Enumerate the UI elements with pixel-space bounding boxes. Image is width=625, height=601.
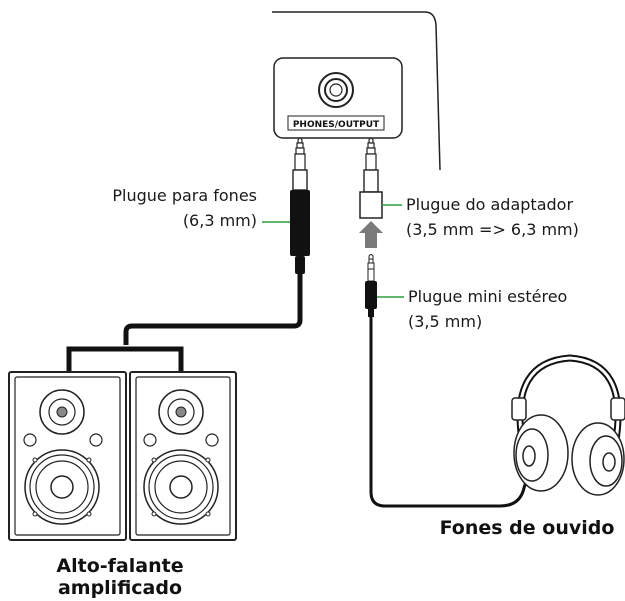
headphone-cable [369,317,533,508]
leader-lines [262,204,404,298]
mini-stereo-plug [365,254,377,317]
output-panel: PHONES/OUTPUT [273,57,403,139]
phone-plug-size: (6,3 mm) [183,211,257,230]
headphones-icon [511,354,625,496]
speaker-right [129,371,237,541]
adapter-plug [359,137,383,219]
instrument-outline [272,11,441,171]
adapter-plug-size: (3,5 mm => 6,3 mm) [406,220,579,239]
mini-plug-label: Plugue mini estéreo [408,287,567,306]
phone-plug-6-3mm [290,137,310,274]
headphones-label: Fones de ouvido [440,517,615,539]
speaker-label-line2: amplificado [58,577,182,599]
speaker-cable [123,274,303,345]
speaker-left [8,371,127,541]
jack-label: PHONES/OUTPUT [293,120,380,130]
insert-arrow [359,221,383,248]
mini-plug-size: (3,5 mm) [408,312,482,331]
adapter-plug-label: Plugue do adaptador [406,195,573,214]
speaker-label-line1: Alto-falante [56,555,183,577]
phone-plug-label: Plugue para fones [112,186,257,205]
